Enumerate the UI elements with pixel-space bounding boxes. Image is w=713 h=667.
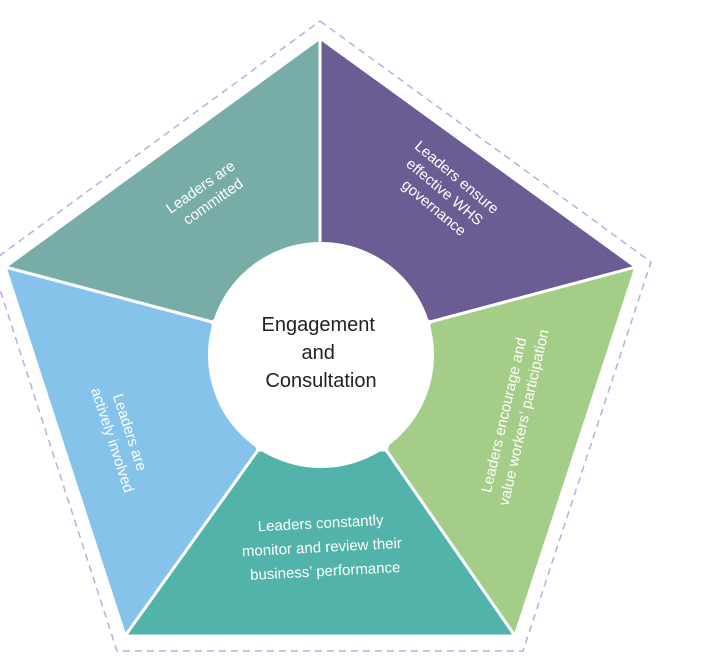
dashed-pentagon-outline [0,20,652,652]
segment-leaders-actively-involved [2,264,260,640]
center-circle [208,242,434,468]
center-label: Engagement and Consultation [262,314,381,392]
label-leaders-monitor-review: Leaders constantly monitor and review th… [240,511,407,585]
